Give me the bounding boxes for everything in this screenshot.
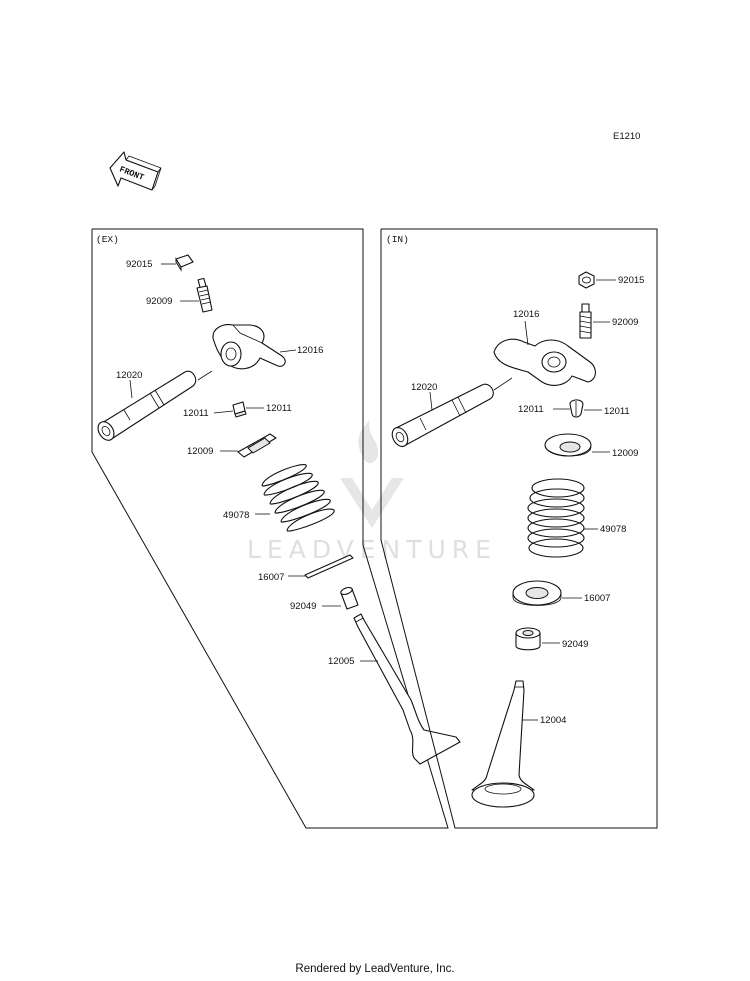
in-retainer-12009 [544,433,610,457]
in-label-12016: 12016 [513,309,539,320]
ex-label-92015: 92015 [126,259,152,270]
in-screw-92009 [579,303,610,339]
intake-section: (IN) 92015 92009 12016 [380,228,658,829]
ex-label-12009: 12009 [187,446,213,457]
ex-rocker-arm-12016 [212,324,297,370]
ex-oil-seal-92049 [322,586,359,610]
in-label-92009: 92009 [612,317,638,328]
watermark-text: LEADVENTURE [247,535,497,564]
in-label-92015: 92015 [618,275,644,286]
in-label-12004: 12004 [540,715,566,726]
front-arrow-icon: FRONT [109,151,162,191]
ex-collet-12011 [213,401,264,418]
ex-spring-seat-16007 [288,554,354,579]
in-rocker-arm-12016 [493,320,596,386]
ex-screw-92009 [180,277,213,313]
intake-header: (IN) [386,234,409,245]
ex-label-12005: 12005 [328,656,354,667]
ex-label-12011-left: 12011 [183,408,209,419]
figure-code: E1210 [613,131,640,142]
ex-label-12011-right: 12011 [266,403,292,414]
in-label-12020: 12020 [411,382,437,393]
ex-valve-12005 [353,613,461,765]
ex-label-12016: 12016 [297,345,323,356]
exhaust-header: (EX) [96,234,119,245]
exhaust-section: (EX) 92015 92009 12016 [91,228,461,829]
ex-label-12020: 12020 [116,370,142,381]
in-label-12011-left: 12011 [518,404,544,415]
in-rocker-shaft-12020 [391,377,513,447]
in-oil-seal-92049 [515,627,560,651]
ex-rocker-shaft-12020 [97,370,213,441]
intake-frame [380,228,658,829]
in-collet-12011 [553,399,602,418]
exhaust-frame [91,228,449,829]
in-label-92049: 92049 [562,639,588,650]
ex-label-49078: 49078 [223,510,249,521]
in-nut-92015 [578,271,616,289]
ex-valve-spring-49078 [255,464,335,532]
in-label-12009: 12009 [612,448,638,459]
in-label-16007: 16007 [584,593,610,604]
leadventure-watermark: LEADVENTURE [247,420,497,564]
in-valve-spring-49078 [527,478,598,558]
ex-label-92049: 92049 [290,601,316,612]
ex-retainer-12009 [220,433,277,458]
in-valve-12004 [471,680,538,808]
footer-credit: Rendered by LeadVenture, Inc. [295,963,455,975]
ex-label-92009: 92009 [146,296,172,307]
ex-label-16007: 16007 [258,572,284,583]
in-spring-seat-16007 [512,580,582,606]
in-label-12011-right: 12011 [604,406,630,417]
in-label-49078: 49078 [600,524,626,535]
ex-nut-92015 [161,254,194,272]
